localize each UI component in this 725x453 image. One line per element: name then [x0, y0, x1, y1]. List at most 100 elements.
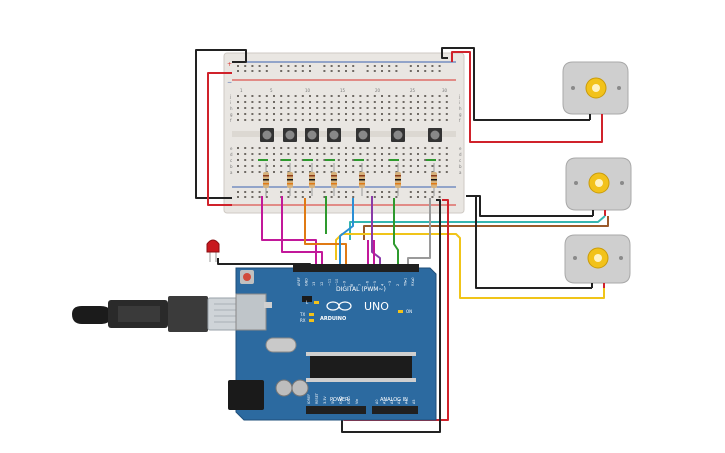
digital-header[interactable]	[293, 264, 419, 272]
wires	[195, 47, 609, 433]
wire-cyan-motor2	[349, 215, 606, 240]
power-pin-label-5: GND	[347, 396, 351, 404]
power-pin-label-6: Vin	[355, 399, 359, 404]
arduino-infinity-logo	[326, 301, 352, 311]
row-letter-bottom-left-4: a	[230, 170, 233, 175]
resistor-6	[395, 163, 401, 196]
power-pin-label-0: IOREF	[307, 394, 311, 404]
wire-magenta-2	[281, 196, 323, 268]
col-num-10: 10	[305, 88, 311, 93]
digital-pin-label-0: AREF	[297, 277, 301, 286]
digital-pin-label-5: ~10	[335, 279, 339, 286]
col-num-30: 30	[442, 88, 448, 93]
row-letter-top-right-3: g	[459, 112, 462, 117]
pushbutton-6	[391, 128, 405, 142]
digital-pin-label-11: 4	[381, 284, 385, 286]
pushbutton-5	[356, 128, 370, 142]
digital-pin-label-13: 2	[396, 284, 400, 286]
row-letter-bottom-right-1: d	[459, 152, 462, 157]
row-letter-top-left-3: g	[230, 112, 233, 117]
digital-pin-label-10: ~5	[373, 281, 377, 286]
pushbutton-7	[428, 128, 442, 142]
row-letter-bottom-right-4: a	[459, 170, 462, 175]
wire-red-left-loop	[207, 72, 232, 206]
wire-black-right-loop	[441, 47, 590, 121]
row-letter-bottom-right-3: b	[459, 164, 462, 169]
digital-pin-label-1: GND	[305, 278, 309, 286]
resistor-4	[331, 163, 337, 196]
l-led-label: L	[306, 300, 309, 305]
usb-port	[235, 293, 267, 331]
rx-label: RX	[300, 318, 306, 323]
resistor-3	[309, 163, 315, 196]
rail-minus-sign: −	[227, 79, 232, 86]
dc-motor-2[interactable]	[565, 157, 632, 216]
row-letter-bottom-right-2: c	[459, 158, 461, 163]
pushbuttons[interactable]	[260, 128, 442, 142]
wire-black-bottom-gnd	[341, 199, 441, 433]
dc-motor-3[interactable]	[564, 234, 631, 288]
analog-pin-label-5: A5	[412, 400, 416, 404]
col-num-15: 15	[340, 88, 346, 93]
arduino-brand-text: ARDUINO	[320, 316, 346, 322]
col-num-1: 1	[240, 88, 243, 93]
row-letter-bottom-left-1: d	[230, 152, 233, 157]
power-pin-label-1: RESET	[315, 392, 319, 404]
analog-in-label: ANALOG IN	[380, 397, 408, 403]
pushbutton-3	[305, 128, 319, 142]
digital-pin-label-15: RX◂0	[411, 277, 415, 286]
resistors[interactable]	[263, 163, 437, 196]
power-pin-label-3: 5V	[331, 399, 335, 404]
row-letter-bottom-left-2: c	[230, 158, 232, 163]
wire-yellow-motor3	[335, 233, 605, 299]
digital-pin-label-7: 8	[350, 284, 354, 286]
resistor-1	[263, 163, 269, 196]
wire-purple	[371, 196, 381, 268]
digital-pin-label-6: ~9	[343, 281, 347, 286]
rail-plus-sign: +	[227, 61, 232, 68]
row-letter-top-right-1: i	[459, 100, 460, 105]
dc-motor-1[interactable]	[562, 61, 629, 120]
row-letter-top-left-2: h	[230, 106, 233, 111]
wire-orange	[304, 198, 347, 268]
col-num-25: 25	[410, 88, 416, 93]
power-label: POWER	[330, 397, 349, 403]
arduino-uno[interactable]: DIGITAL (PWM~) UNO ARDUINO L TX RX ON PO…	[228, 264, 437, 421]
uno-logo-text: UNO	[364, 300, 389, 313]
resistor-5	[359, 163, 365, 196]
analog-header[interactable]	[372, 406, 418, 414]
led-red[interactable]	[206, 239, 220, 262]
pushbutton-2	[283, 128, 297, 142]
analog-pin-label-2: A2	[390, 400, 394, 404]
pushbutton-1	[260, 128, 274, 142]
row-letter-top-right-4: f	[459, 118, 461, 123]
wire-black-motor3	[475, 196, 592, 289]
analog-pin-label-1: A1	[382, 400, 386, 404]
col-num-20: 20	[375, 88, 381, 93]
row-letter-top-right-2: h	[459, 106, 462, 111]
digital-pin-label-4: ~11	[327, 279, 331, 286]
power-header[interactable]	[306, 406, 366, 414]
col-num-5: 5	[270, 88, 273, 93]
row-letter-bottom-left-3: b	[230, 164, 233, 169]
row-letter-top-left-1: i	[230, 100, 231, 105]
tx-label: TX	[299, 312, 305, 317]
power-pin-label-4: GND	[339, 396, 343, 404]
wire-gray	[407, 198, 431, 268]
resistor-2	[287, 163, 293, 196]
analog-pin-label-0: A0	[375, 400, 379, 404]
wire-black-left-loop	[195, 49, 247, 199]
analog-pin-label-3: A3	[397, 400, 401, 404]
row-letter-bottom-left-0: e	[230, 146, 233, 151]
digital-pin-label-2: 13	[312, 282, 316, 286]
digital-pin-label-14: TX▸1	[403, 278, 407, 287]
on-label: ON	[406, 309, 412, 314]
row-letter-top-left-4: f	[230, 118, 232, 123]
row-letter-top-left-0: j	[229, 94, 231, 99]
